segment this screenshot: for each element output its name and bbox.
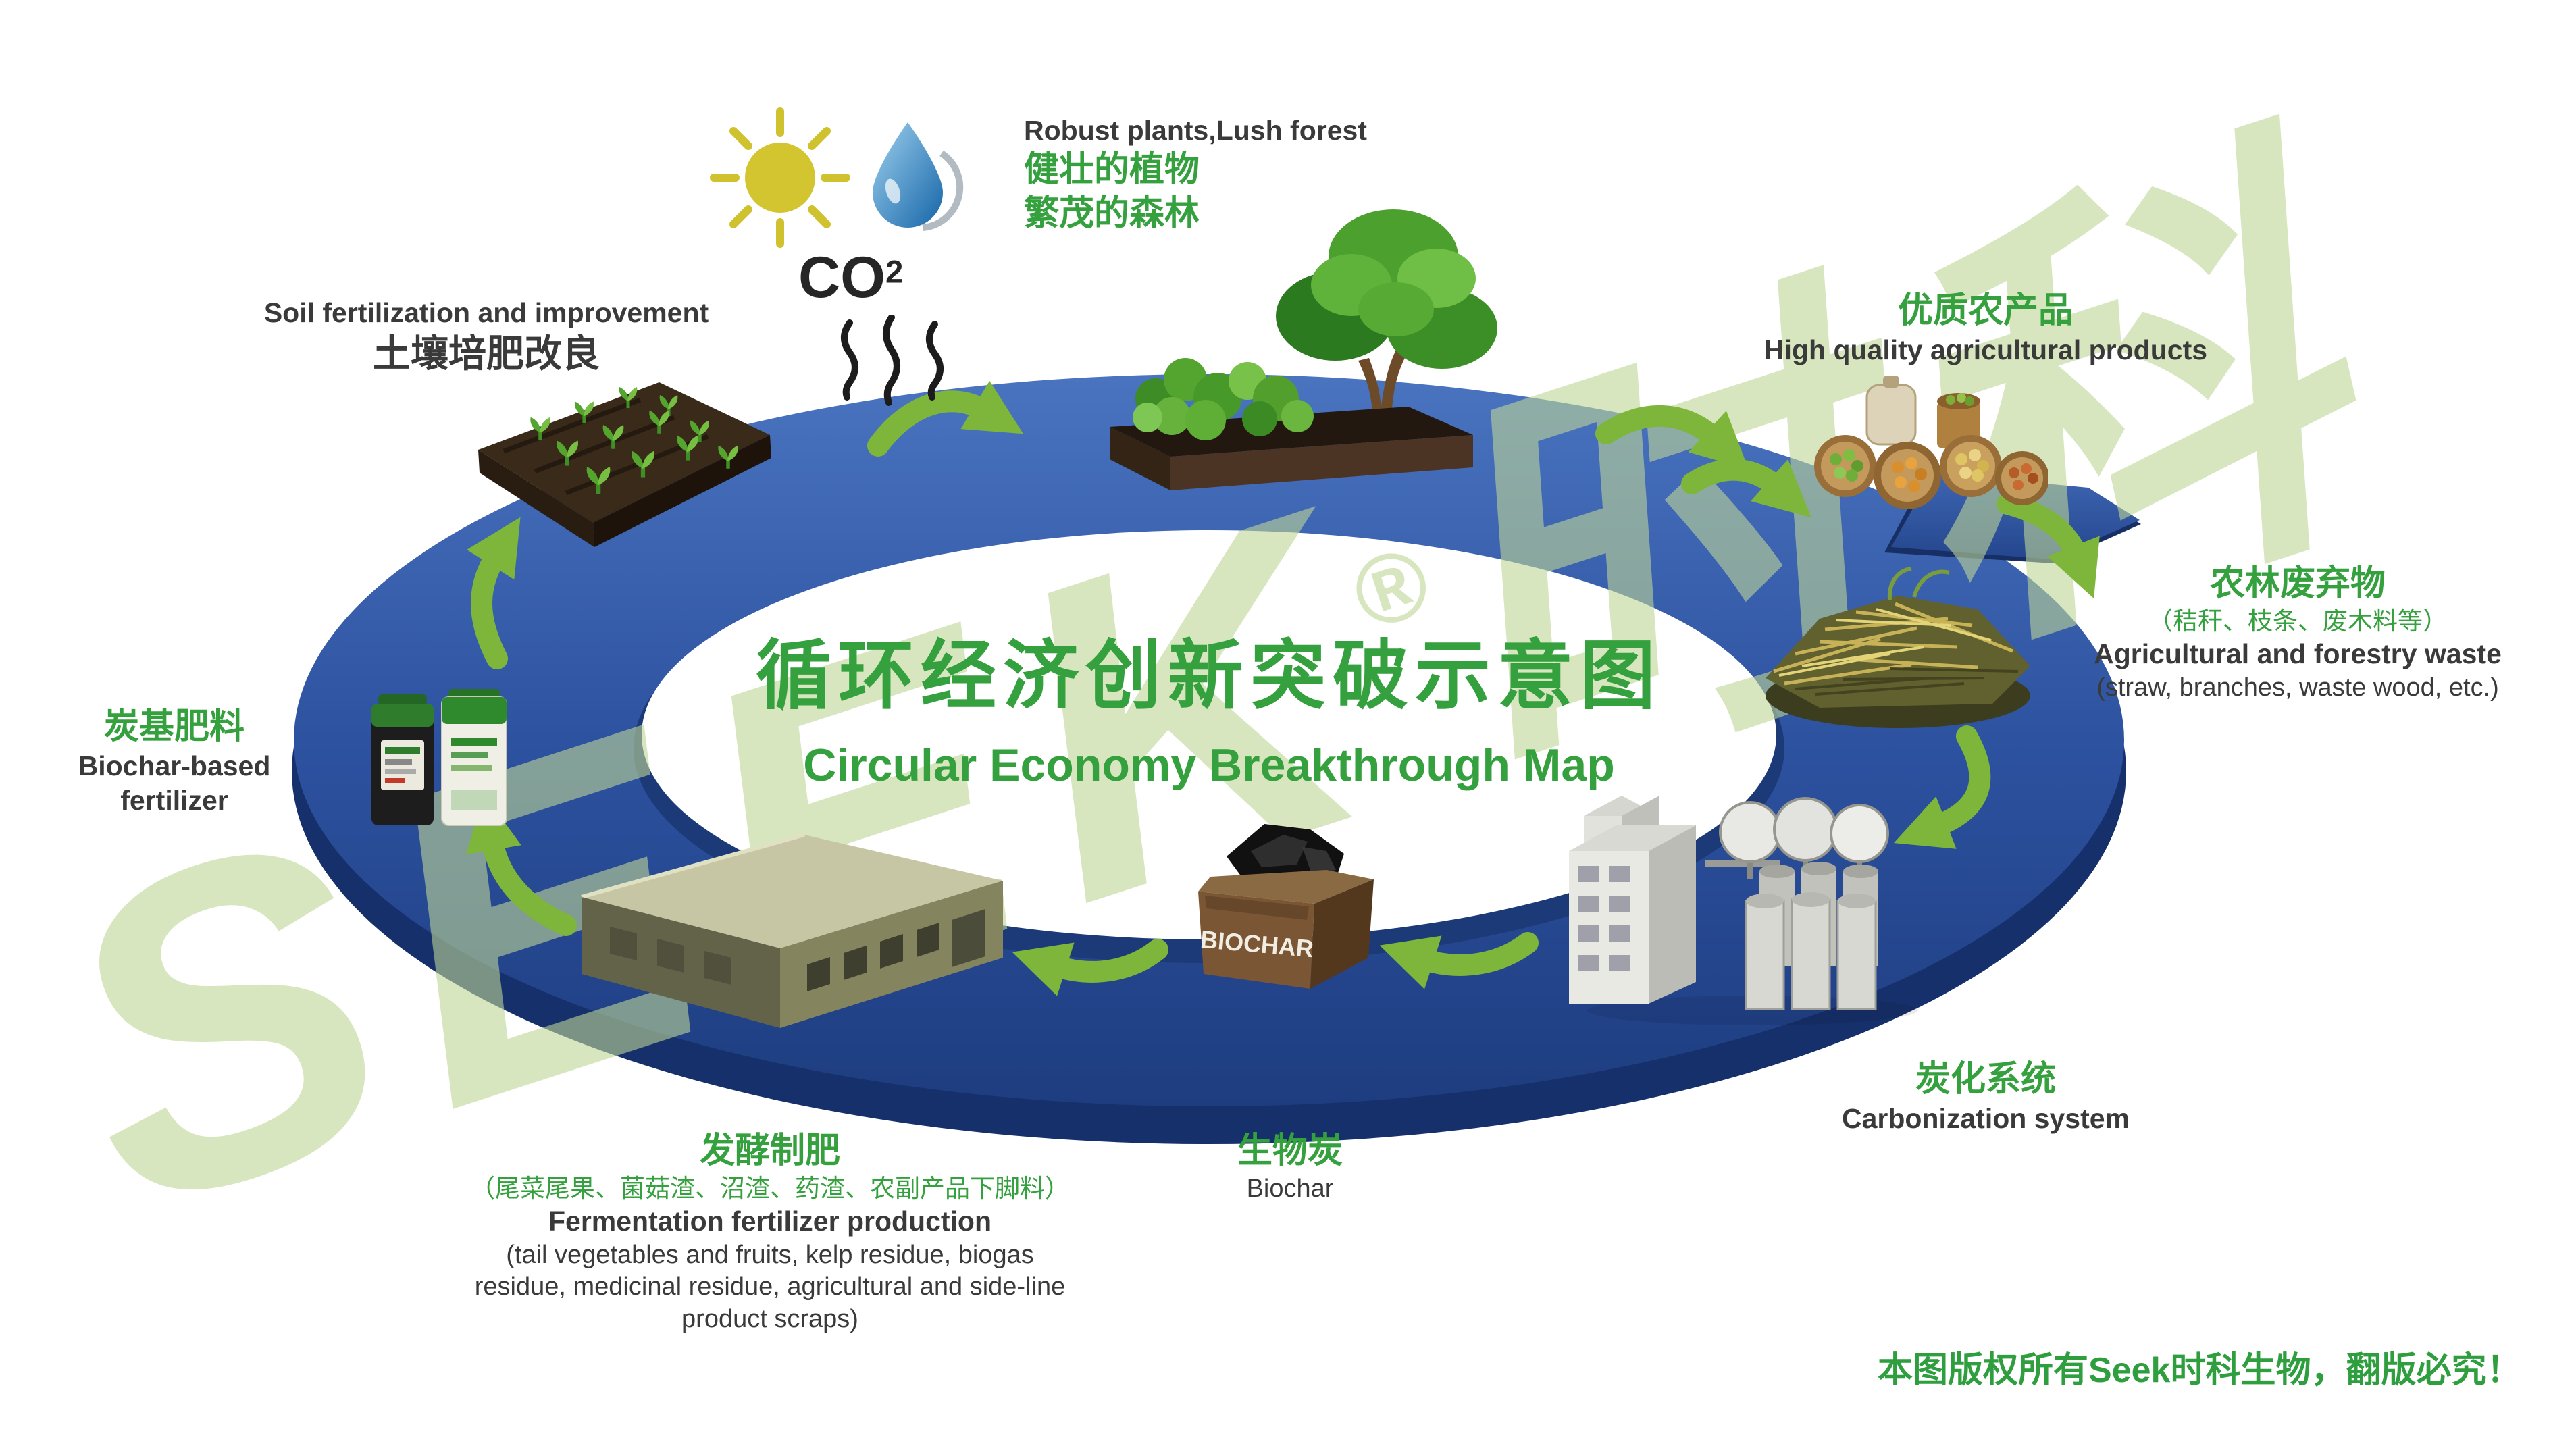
- fertilizer-bag-dark: [371, 694, 434, 825]
- bushes: [1133, 358, 1314, 440]
- drop-highlight: [885, 178, 901, 204]
- arrow-fertilizer-to-soil: [466, 517, 521, 669]
- label-biochar-stage: 生物炭 Biochar: [1141, 1129, 1439, 1206]
- sun-disc: [745, 143, 815, 213]
- fertilizer-bag-light: [441, 689, 507, 826]
- waste-detail-zh: （秸秆、枝条、废木料等）: [2148, 607, 2448, 635]
- soil-left-edge: [478, 450, 594, 547]
- products-label-en: High quality agricultural products: [1763, 334, 2208, 365]
- plants-label-zh-2: 繁茂的森林: [1024, 194, 1200, 234]
- spherical-tanks: [1719, 797, 1889, 879]
- carbonization-label-en: Carbonization system: [1841, 1103, 2130, 1134]
- produce-basket-1: [1814, 435, 1876, 497]
- fermentation-detail-en: (tail vegetables and fruits, kelp residu…: [474, 1240, 1066, 1333]
- drop-swoosh: [922, 150, 964, 231]
- water-drop-icon: [873, 122, 964, 231]
- label-products-stage: 优质农产品 High quality agricultural products: [1726, 289, 2246, 367]
- fertilizer-label-en: Biochar-based fertilizer: [78, 750, 271, 817]
- straw-stalks-dark: [1795, 667, 2019, 696]
- plant-building: [1569, 796, 1696, 1004]
- label-fermentation-stage: 发酵制肥 （尾菜尾果、菌菇渣、沼渣、药渣、农副产品下脚料） Fermentati…: [419, 1129, 1121, 1335]
- factory-building: [581, 833, 1003, 1028]
- arrow-plants-to-products-1: [1595, 405, 1749, 469]
- factory-windows-side: [610, 927, 731, 985]
- carbonization-plant-illustration: [1569, 796, 1918, 1025]
- arrow-plants-to-products-2: [1681, 459, 1811, 518]
- soil-label-zh: 土壤培肥改良: [373, 332, 600, 376]
- waste-detail-en: (straw, branches, waste wood, etc.): [2096, 673, 2499, 702]
- label-soil-stage: Soil fertilization and improvement 土壤培肥改…: [196, 296, 777, 378]
- fermentation-label-en: Fermentation fertilizer production: [548, 1206, 992, 1237]
- arrow-fermentation-to-fertilizer: [465, 794, 577, 936]
- planter-box: [1110, 407, 1473, 490]
- arrow-biochar-to-fermentation: [1012, 939, 1168, 996]
- fermentation-detail-zh: （尾菜尾果、菌菇渣、沼渣、药渣、农副产品下脚料）: [470, 1175, 1070, 1202]
- arrow-waste-to-carbonization: [1893, 725, 1991, 849]
- co2-label: CO2: [798, 244, 903, 311]
- biochar-pile: [1227, 824, 1344, 882]
- agricultural-products-illustration: [1814, 376, 2048, 509]
- fertilizer-label-zh: 炭基肥料: [103, 707, 244, 746]
- biochar-label-en: Biochar: [1246, 1175, 1334, 1203]
- ring-hole: [642, 530, 1776, 939]
- soil-plot-illustration: [478, 382, 771, 547]
- waste-label-en: Agricultural and forestry waste: [2094, 638, 2502, 670]
- factory-door: [952, 909, 985, 967]
- produce-sack: [1865, 376, 1917, 446]
- waste-label-zh: 农林废弃物: [2209, 564, 2386, 603]
- carbonization-label-zh: 炭化系统: [1915, 1060, 2056, 1099]
- arrow-soil-to-plants: [867, 380, 1024, 457]
- co2-squiggles-icon: [841, 315, 944, 406]
- sun-rays: [710, 107, 850, 248]
- diagram-title: 循环经济创新突破示意图 Circular Economy Breakthroug…: [736, 615, 1682, 792]
- copyright-notice: 本图版权所有Seek时科生物，翻版必究！: [1878, 1351, 2522, 1390]
- label-waste-stage: 农林废弃物 （秸秆、枝条、废木料等） Agricultural and fore…: [2046, 562, 2549, 704]
- biochar-box-illustration: BIOCHAR: [1198, 824, 1374, 989]
- produce-basket-4: [1995, 451, 2048, 505]
- arrow-products-to-waste: [1997, 493, 2100, 599]
- products-label-zh: 优质农产品: [1897, 291, 2073, 330]
- straw-stalks-light: [1778, 608, 1992, 677]
- factory-windows-front: [807, 923, 939, 991]
- plants-label-zh-1: 健壮的植物: [1024, 150, 1200, 190]
- fermentation-factory-illustration: [581, 833, 1003, 1028]
- co2-text: CO: [798, 245, 885, 310]
- arrow-carbonization-to-biochar: [1379, 932, 1539, 989]
- co2-subscript: 2: [885, 254, 904, 290]
- sun-icon: [710, 107, 850, 248]
- green-branches: [1887, 567, 1950, 600]
- produce-basket-2: [1874, 442, 1941, 509]
- fertilizer-bags-illustration: [371, 689, 507, 826]
- tree: [1276, 209, 1497, 448]
- produce-basket-3: [1940, 435, 2002, 497]
- diagram-title-zh: 循环经济创新突破示意图: [756, 634, 1662, 718]
- plants-label-en: Robust plants,Lush forest: [1024, 115, 1367, 146]
- label-fertilizer-stage: 炭基肥料 Biochar-based fertilizer: [27, 705, 321, 819]
- label-plants-stage: Robust plants,Lush forest 健壮的植物 繁茂的森林: [1024, 113, 1497, 236]
- label-carbonization-stage: 炭化系统 Carbonization system: [1749, 1058, 2222, 1136]
- cylinder-tanks: [1745, 862, 1878, 1010]
- drop-shape: [873, 122, 943, 228]
- soil-top: [478, 382, 770, 523]
- biochar-crate: BIOCHAR: [1198, 870, 1374, 989]
- soil-label-en: Soil fertilization and improvement: [263, 297, 709, 328]
- plant-shadow: [1587, 996, 1918, 1025]
- diagram-title-en: Circular Economy Breakthrough Map: [803, 740, 1615, 791]
- straw-pile-illustration: [1766, 567, 2030, 728]
- fermentation-label-zh: 发酵制肥: [699, 1131, 840, 1170]
- plants-illustration: [1110, 209, 1497, 490]
- biochar-label-zh: 生物炭: [1237, 1131, 1343, 1170]
